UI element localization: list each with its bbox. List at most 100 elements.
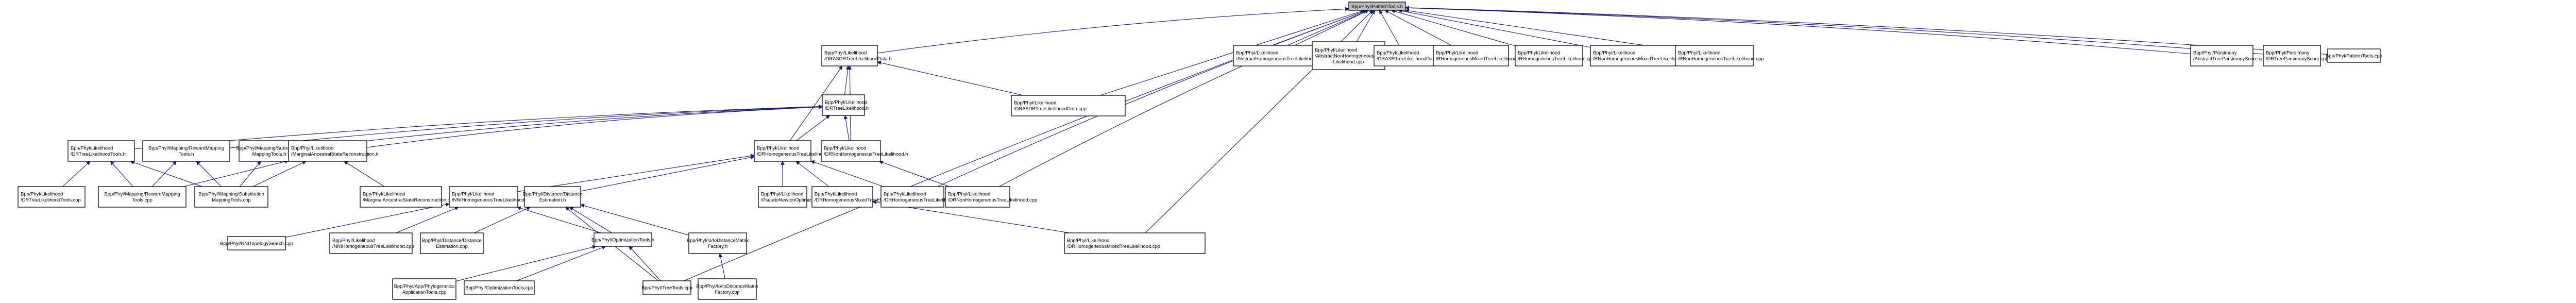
node-treetools-cpp[interactable]: Bpp/Phyl/TreeTools.cpp [641,280,692,295]
edge-drnonhom_cpp-to-drnonhom_h [879,160,950,187]
node-box[interactable] [1064,232,1206,254]
node-label-line: Bpp/Phyl/OptimizationTools.cpp [465,284,533,290]
node-rhom-cpp[interactable]: Bpp/Phyl/Likelihood/RHomogeneousTreeLike… [1515,45,1595,66]
node-box[interactable] [194,186,268,208]
node-label-line: Bpp/Phyl/Likelihood [1678,50,1720,56]
node-box[interactable] [821,45,878,66]
edge-abs_nonhom_cpp-to-root [1356,10,1375,42]
node-box[interactable] [2327,48,2381,63]
edge-rhom_cpp-to-root [1391,9,1516,46]
node-label-line: Bpp/Phyl/Likelihood [1377,50,1419,56]
node-drasdr-cpp[interactable]: Bpp/Phyl/Likelihood/DRASDRTreeLikelihood… [1011,95,1126,116]
node-drhom-h[interactable]: Bpp/Phyl/Likelihood/DRHomogeneousTreeLik… [754,140,832,162]
node-nnihom-cpp[interactable]: Bpp/Phyl/Likelihood/NNIHomogeneousTreeLi… [329,232,414,254]
node-box[interactable] [594,232,652,247]
edge-line [252,161,307,187]
node-label-line: /DRHomogeneousMixedTreeLikelihood.h [815,197,903,203]
edge-rnonhom_cpp-to-root [1404,9,1676,50]
node-box[interactable] [1312,41,1385,70]
node-nnitopo-cpp[interactable]: Bpp/Phyl/NNITopologySearch.cpp [220,236,293,250]
node-label-line: Bpp/Phyl/Likelihood [884,191,926,197]
node-abs-hom-cpp[interactable]: Bpp/Phyl/Likelihood/AbstractHomogeneousT… [1233,45,1327,66]
node-box[interactable] [811,186,873,208]
node-box[interactable] [688,232,747,254]
node-label-line: Bpp/Phyl/Likelihood [1593,50,1635,56]
node-box[interactable] [642,280,691,295]
node-drnonhom-cpp[interactable]: Bpp/Phyl/Likelihood/DRNonHomogeneousTree… [945,186,1037,208]
node-drtools-h[interactable]: Bpp/Phyl/Likelihood/DRTreeLikelihoodTool… [67,140,135,162]
node-abspars-cpp[interactable]: Bpp/Phyl/Parsimony/AbstractTreeParsimony… [2190,45,2266,66]
node-phyloapp-cpp[interactable]: Bpp/Phyl/App/PhylogeneticsApplicationToo… [392,278,456,300]
node-box[interactable] [227,236,286,250]
edge-opttools_h-to-nnihom_h [516,206,601,233]
node-box[interactable] [1348,2,1406,11]
node-marginal-h[interactable]: Bpp/Phyl/Likelihood/MarginalAncestralSta… [288,140,379,162]
node-drnonhom-h[interactable]: Bpp/Phyl/Likelihood/DRNonHomogeneousTree… [821,140,908,162]
node-box[interactable] [1675,45,1754,66]
node-abs-nonhom-cpp[interactable]: Bpp/Phyl/Likelihood/AbstractNonHomogeneo… [1312,41,1385,70]
node-box[interactable] [524,186,581,208]
node-drhommixed-cpp[interactable]: Bpp/Phyl/Likelihood/DRHomogeneousMixedTr… [1064,232,1206,254]
node-drhommixed-h[interactable]: Bpp/Phyl/Likelihood/DRHomogeneousMixedTr… [811,186,903,208]
edge-marginal_h-to-drtree_h [366,105,823,148]
node-box[interactable] [822,94,865,116]
node-box[interactable] [1515,45,1583,66]
node-marginal-cpp[interactable]: Bpp/Phyl/Likelihood/MarginalAncestralSta… [360,186,455,208]
node-root[interactable]: Bpp/Phyl/PatternTools.h [1348,2,1406,11]
node-subst-cpp[interactable]: Bpp/Phyl/Mapping/SubstitutionMappingTool… [194,186,268,208]
node-box[interactable] [1233,45,1313,66]
node-box[interactable] [821,140,881,162]
node-rnonhommixed-cpp[interactable]: Bpp/Phyl/Likelihood/RNonHomogeneousMixed… [1590,45,1691,66]
node-drpars-cpp[interactable]: Bpp/Phyl/Parsimony/DRTreeParsimonyScore.… [2263,45,2328,66]
node-box[interactable] [698,278,757,300]
node-pattern-cpp[interactable]: Bpp/Phyl/PatternTools.cpp [2326,48,2382,63]
node-box[interactable] [392,278,456,300]
node-box[interactable] [142,140,230,162]
node-drasdr-h[interactable]: Bpp/Phyl/Likelihood/DRASDRTreeLikelihood… [821,45,892,66]
node-label-line: Factory.cpp [715,289,739,295]
edge-reward_cpp-to-reward_h [151,161,177,187]
edge-rnonhommixed_cpp-to-root [1398,9,1591,48]
node-box[interactable] [1011,95,1126,116]
node-box[interactable] [880,186,944,208]
node-drtools-cpp[interactable]: Bpp/Phyl/Likelihood/DRTreeLikelihoodTool… [18,186,86,208]
edge-drasdr_cpp-to-root [1100,9,1365,96]
node-box[interactable] [945,186,1010,208]
node-nnihom-h[interactable]: Bpp/Phyl/Likelihood/NNIHomogeneousTreeLi… [449,186,529,208]
edge-line [937,9,1368,187]
node-drasr-cpp[interactable]: Bpp/Phyl/Likelihood/DRASRTreeLikelihoodD… [1374,45,1446,66]
node-box[interactable] [360,186,442,208]
node-box[interactable] [288,140,367,162]
node-drhom-cpp[interactable]: Bpp/Phyl/Likelihood/DRHomogeneousTreeLik… [880,186,964,208]
node-box[interactable] [754,140,811,162]
node-box[interactable] [1433,45,1509,66]
node-opttools-h[interactable]: Bpp/Phyl/OptimizationTools.h [591,232,654,247]
node-pseudonewton-cpp[interactable]: Bpp/Phyl/Likelihood/PseudoNewtonOptimize… [758,186,825,208]
node-box[interactable] [1374,45,1436,66]
node-box[interactable] [67,140,135,162]
node-opttools-cpp[interactable]: Bpp/Phyl/OptimizationTools.cpp [464,280,535,295]
node-box[interactable] [2190,45,2253,66]
node-box[interactable] [1590,45,1676,66]
node-rnonhom-cpp[interactable]: Bpp/Phyl/Likelihood/RNonHomogeneousTreeL… [1675,45,1764,66]
node-box[interactable] [758,186,807,208]
node-box[interactable] [329,232,413,254]
node-drtree-h[interactable]: Bpp/Phyl/Likelihood/DRTreeLikelihood.h [822,94,869,116]
node-box[interactable] [449,186,518,208]
node-box[interactable] [18,186,86,208]
node-box[interactable] [98,186,187,208]
node-label-line: /DRTreeLikelihood.h [825,105,869,111]
node-rhommixed-cpp[interactable]: Bpp/Phyl/Likelihood/RHomogeneousMixedTre… [1433,45,1526,66]
node-label-line: Bpp/Phyl/Mapping/RewardMapping [148,145,224,151]
edge-line [879,160,950,187]
node-box[interactable] [2263,45,2321,66]
node-box[interactable] [464,280,535,295]
node-box[interactable] [420,232,484,254]
